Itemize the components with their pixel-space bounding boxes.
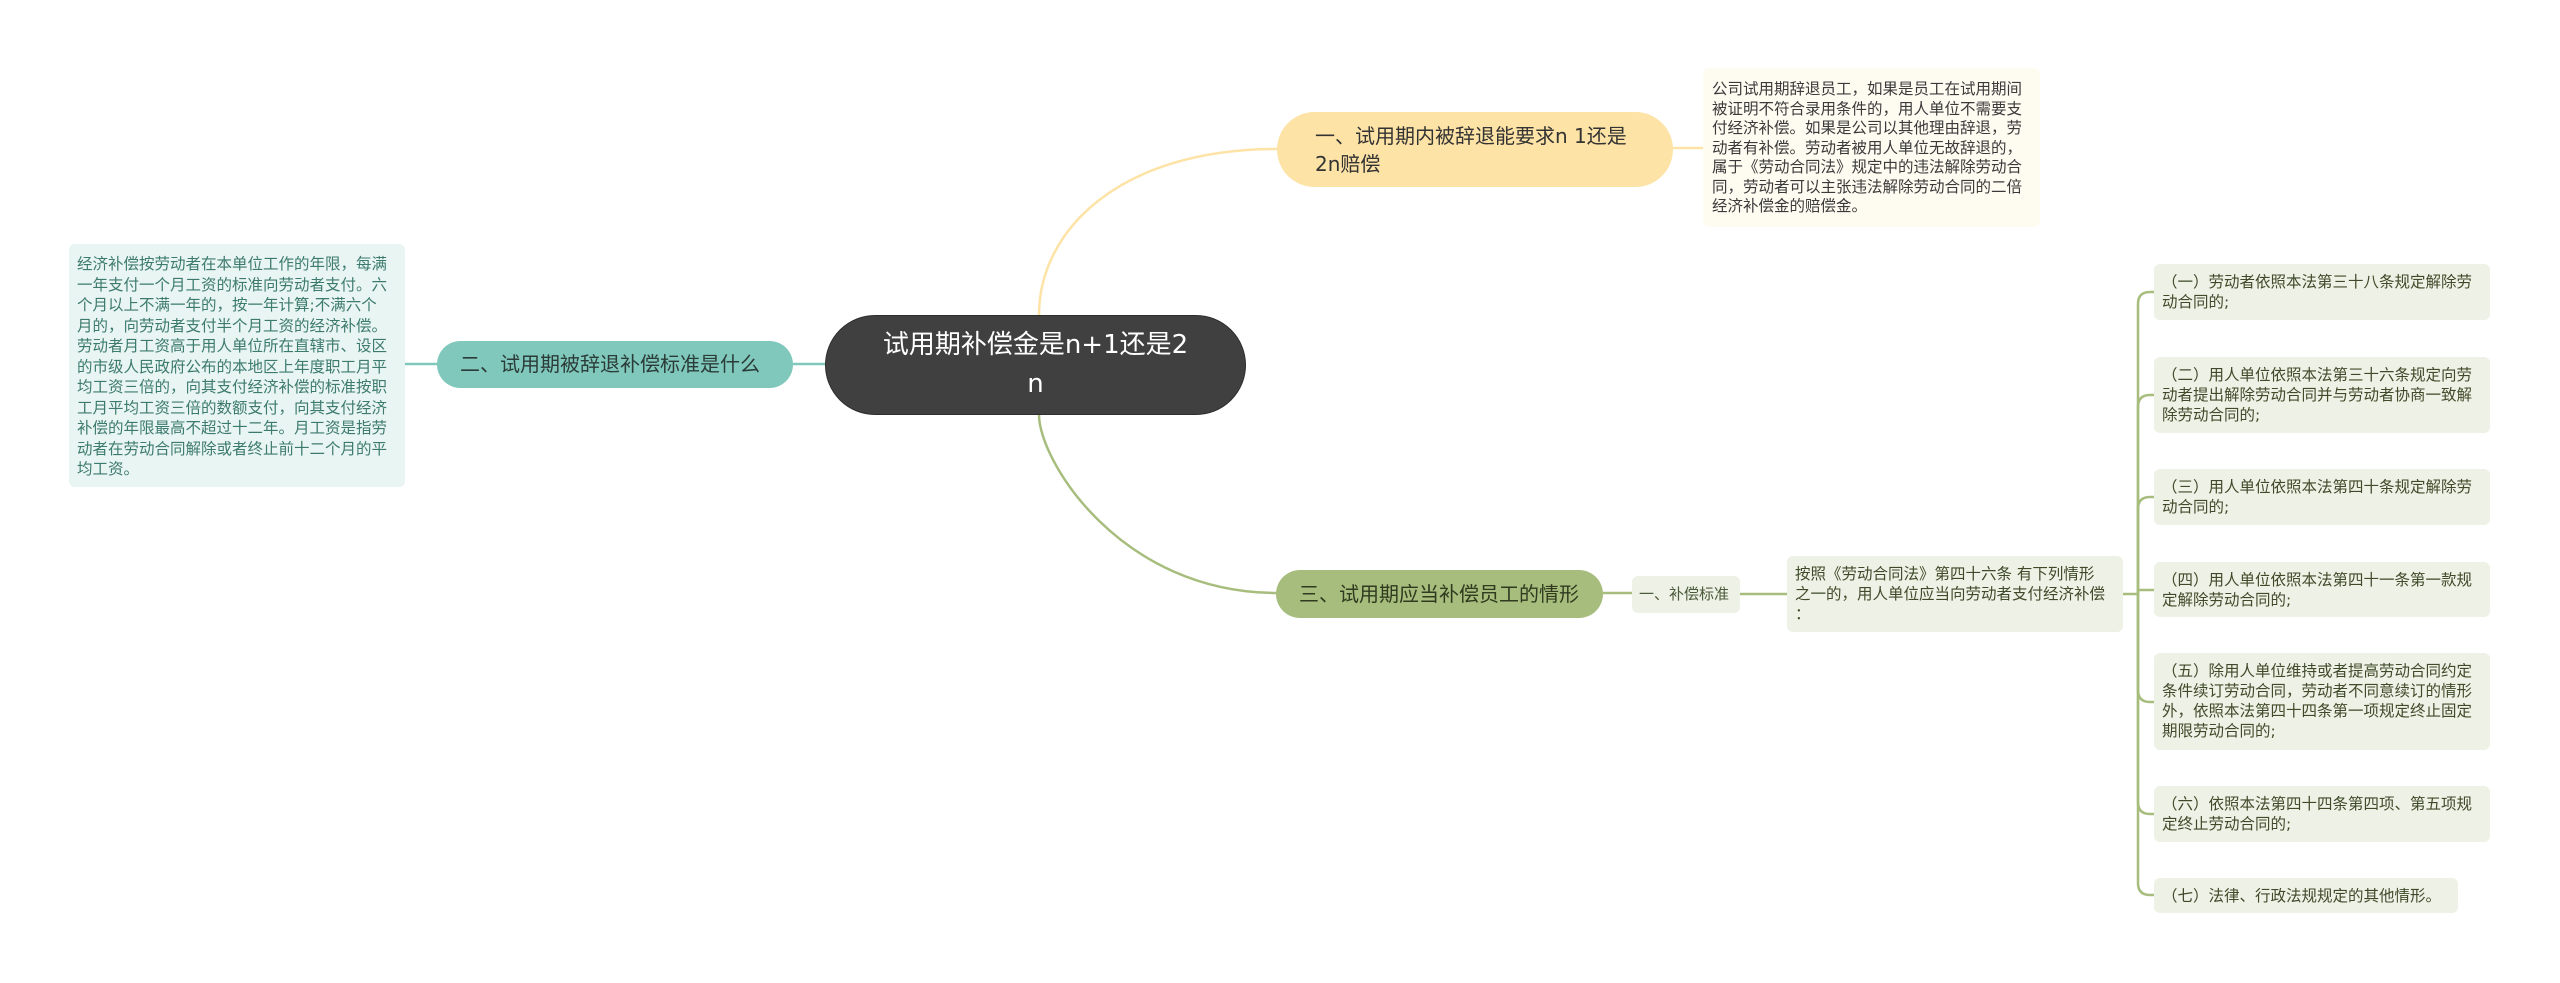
note-line: 经济补偿按劳动者在本单位工作的年限，每满 bbox=[77, 255, 388, 273]
case-item-7[interactable]: （七）法律、行政法规规定的其他情形。 bbox=[2154, 878, 2458, 913]
subtopic-compensation-standard[interactable]: 一、补偿标准 bbox=[1632, 576, 1740, 613]
case-item-line: 除劳动合同的; bbox=[2162, 406, 2261, 424]
case-item-6[interactable]: （六）依照本法第四十四条第四项、第五项规 定终止劳动合同的; bbox=[2154, 786, 2490, 842]
note-line: 月的，向劳动者支付半个月工资的经济补偿。 bbox=[77, 316, 388, 335]
connector-item-2 bbox=[2136, 393, 2154, 594]
note-line: 动者在劳动合同解除或者终止前十二个月的平 bbox=[77, 439, 388, 458]
note-line: 个月以上不满一年的，按一年计算;不满六个 bbox=[77, 296, 377, 314]
branch-topic-3[interactable]: 三、试用期应当补偿员工的情形 bbox=[1276, 570, 1603, 618]
case-item-line: 外，依照本法第四十四条第一项规定终止固定 bbox=[2162, 702, 2473, 720]
note-line: 同，劳动者可以主张违法解除劳动合同的二倍 bbox=[1712, 177, 2023, 196]
note-line: 付经济补偿。如果是公司以其他理由辞退，劳 bbox=[1712, 119, 2023, 137]
connector-item-5 bbox=[2136, 594, 2154, 704]
detail-line: 按照《劳动合同法》第四十六条 有下列情形 bbox=[1795, 565, 2095, 583]
case-item-3[interactable]: （三）用人单位依照本法第四十条规定解除劳 动合同的; bbox=[2154, 469, 2490, 525]
subtopic-label: 一、补偿标准 bbox=[1639, 585, 1730, 603]
branch-2-note[interactable]: 经济补偿按劳动者在本单位工作的年限，每满 一年支付一个月工资的标准向劳动者支付。… bbox=[69, 244, 405, 487]
note-line: 劳动者月工资高于用人单位所在直辖市、设区 bbox=[77, 337, 388, 355]
detail-line: 之一的，用人单位应当向劳动者支付经济补偿 bbox=[1795, 585, 2106, 603]
case-item-line: （七）法律、行政法规规定的其他情形。 bbox=[2162, 886, 2442, 905]
connector-item-4 bbox=[2136, 588, 2154, 594]
note-line: 一年支付一个月工资的标准向劳动者支付。六 bbox=[77, 275, 388, 294]
case-item-line: 定终止劳动合同的; bbox=[2162, 815, 2292, 833]
note-line: 被证明不符合录用条件的，用人单位不需要支 bbox=[1712, 99, 2023, 118]
case-item-4[interactable]: （四）用人单位依照本法第四十一条第一款规 定解除劳动合同的; bbox=[2154, 562, 2490, 617]
case-item-2[interactable]: （二）用人单位依照本法第三十六条规定向劳 动者提出解除劳动合同并与劳动者协商一致… bbox=[2154, 357, 2490, 433]
case-item-line: 动合同的; bbox=[2162, 498, 2230, 516]
branch-topic-3-label: 三、试用期应当补偿员工的情形 bbox=[1299, 582, 1579, 606]
case-item-line: （一）劳动者依照本法第三十八条规定解除劳 bbox=[2162, 273, 2473, 291]
branch-topic-2[interactable]: 二、试用期被辞退补偿标准是什么 bbox=[437, 341, 793, 388]
connector-item-3 bbox=[2136, 495, 2154, 594]
note-line: 均工资三倍的，向其支付经济补偿的标准按职 bbox=[77, 378, 388, 396]
note-line: 的市级人民政府公布的本地区上年度职工月平 bbox=[77, 357, 388, 376]
note-line: 经济补偿金的赔偿金。 bbox=[1712, 197, 1868, 215]
case-item-line: 条件续订劳动合同，劳动者不同意续订的情形 bbox=[2162, 682, 2473, 700]
connector-central-to-branch1 bbox=[1037, 147, 1278, 316]
branch-topic-2-label: 二、试用期被辞退补偿标准是什么 bbox=[460, 352, 760, 376]
branch-1-note[interactable]: 公司试用期辞退员工，如果是员工在试用期间 被证明不符合录用条件的，用人单位不需要… bbox=[1703, 68, 2040, 227]
case-item-line: （三）用人单位依照本法第四十条规定解除劳 bbox=[2162, 478, 2473, 496]
subtopic-detail[interactable]: 按照《劳动合同法》第四十六条 有下列情形 之一的，用人单位应当向劳动者支付经济补… bbox=[1787, 556, 2123, 632]
connector-item-6 bbox=[2136, 594, 2154, 816]
case-item-line: 定解除劳动合同的; bbox=[2162, 591, 2292, 609]
note-line: 公司试用期辞退员工，如果是员工在试用期间 bbox=[1712, 80, 2023, 98]
branch-topic-1[interactable]: 一、试用期内被辞退能要求n 1还是 2n赔偿 bbox=[1277, 112, 1673, 187]
case-item-line: （六）依照本法第四十四条第四项、第五项规 bbox=[2162, 795, 2473, 813]
note-line: 补偿的年限最高不超过十二年。月工资是指劳 bbox=[77, 419, 388, 437]
note-line: 工月平均工资三倍的数额支付，向其支付经济 bbox=[77, 398, 388, 417]
case-item-line: （四）用人单位依照本法第四十一条第一款规 bbox=[2162, 571, 2473, 589]
case-item-1[interactable]: （一）劳动者依照本法第三十八条规定解除劳 动合同的; bbox=[2154, 264, 2490, 320]
case-item-line: 动者提出解除劳动合同并与劳动者协商一致解 bbox=[2162, 386, 2473, 404]
central-topic-line: n bbox=[1027, 369, 1044, 399]
note-line: 动者有补偿。劳动者被用人单位无故辞退的， bbox=[1712, 138, 2023, 157]
connector-item-7 bbox=[2136, 594, 2154, 897]
case-item-line: 期限劳动合同的; bbox=[2162, 722, 2276, 740]
branch-topic-1-line: 一、试用期内被辞退能要求n 1还是 bbox=[1315, 124, 1627, 148]
central-topic-line: 试用期补偿金是n+1还是2 bbox=[882, 330, 1189, 360]
connector-item-1 bbox=[2136, 290, 2154, 594]
branch-topic-1-line: 2n赔偿 bbox=[1315, 152, 1381, 176]
connector-central-to-branch3 bbox=[1037, 414, 1278, 595]
case-item-5[interactable]: （五）除用人单位维持或者提高劳动合同约定 条件续订劳动合同，劳动者不同意续订的情… bbox=[2154, 653, 2490, 750]
note-line: 属于《劳动合同法》规定中的违法解除劳动合 bbox=[1712, 158, 2023, 176]
note-line: 均工资。 bbox=[77, 460, 140, 478]
detail-line: ： bbox=[1795, 605, 1811, 623]
central-topic[interactable]: 试用期补偿金是n+1还是2 n bbox=[825, 315, 1246, 415]
case-item-line: 动合同的; bbox=[2162, 293, 2230, 311]
case-item-line: （二）用人单位依照本法第三十六条规定向劳 bbox=[2162, 366, 2473, 384]
case-item-line: （五）除用人单位维持或者提高劳动合同约定 bbox=[2162, 662, 2473, 680]
